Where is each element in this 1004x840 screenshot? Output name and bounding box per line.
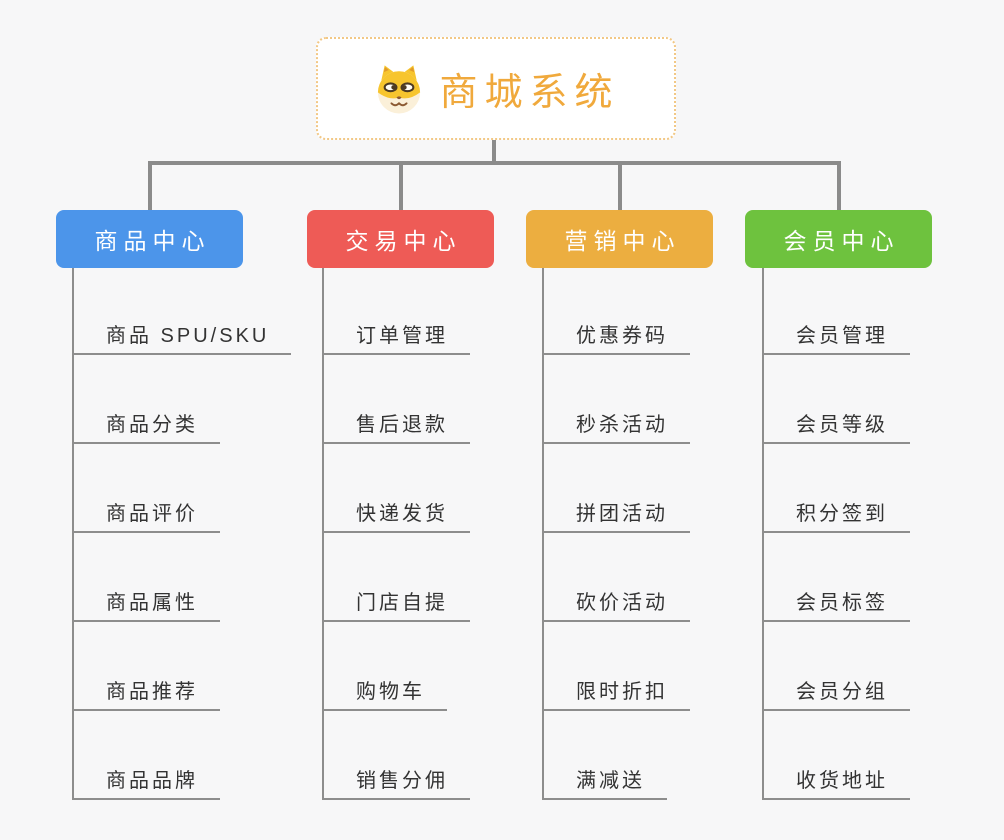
child-topic-label: 购物车 — [356, 681, 425, 703]
child-topic[interactable]: 快递发货 — [324, 444, 470, 533]
child-topic-label: 商品 SPU/SKU — [106, 325, 270, 347]
child-topic-label: 快递发货 — [356, 503, 448, 525]
child-topic-label: 会员等级 — [796, 414, 888, 436]
child-topic-label: 商品分类 — [106, 414, 198, 436]
child-topic[interactable]: 商品品牌 — [74, 711, 220, 800]
child-topic-label: 销售分佣 — [356, 770, 448, 792]
connector-drop — [837, 161, 841, 210]
root-node[interactable]: 商城系统 — [316, 37, 676, 140]
child-topic-label: 砍价活动 — [576, 592, 668, 614]
child-topic[interactable]: 订单管理 — [324, 268, 470, 355]
child-topic[interactable]: 商品属性 — [74, 533, 220, 622]
connector-drop — [618, 161, 622, 210]
branch-node-member-center[interactable]: 会员中心 — [745, 210, 932, 268]
child-topic[interactable]: 售后退款 — [324, 355, 470, 444]
branch-node-marketing-center[interactable]: 营销中心 — [526, 210, 713, 268]
child-topic-label: 秒杀活动 — [576, 414, 668, 436]
child-topic[interactable]: 商品分类 — [74, 355, 220, 444]
branch-label: 会员中心 — [783, 228, 900, 254]
child-column-trade-center: 订单管理售后退款快递发货门店自提购物车销售分佣 — [322, 268, 470, 800]
child-topic-label: 满减送 — [576, 770, 645, 792]
child-topic[interactable]: 优惠券码 — [544, 268, 690, 355]
connector-drop — [148, 161, 152, 210]
child-topic-label: 商品推荐 — [106, 681, 198, 703]
child-topic-label: 积分签到 — [796, 503, 888, 525]
child-topic[interactable]: 会员分组 — [764, 622, 910, 711]
child-column-marketing-center: 优惠券码秒杀活动拼团活动砍价活动限时折扣满减送 — [542, 268, 690, 800]
child-topic-label: 会员分组 — [796, 681, 888, 703]
child-topic-label: 拼团活动 — [576, 503, 668, 525]
child-topic[interactable]: 收货地址 — [764, 711, 910, 800]
dog-face-icon — [378, 64, 421, 113]
child-topic[interactable]: 满减送 — [544, 711, 667, 800]
child-topic[interactable]: 商品 SPU/SKU — [74, 268, 292, 355]
child-topic-label: 商品属性 — [106, 592, 198, 614]
branch-node-trade-center[interactable]: 交易中心 — [307, 210, 494, 268]
child-topic-label: 商品品牌 — [106, 770, 198, 792]
child-topic[interactable]: 积分签到 — [764, 444, 910, 533]
connector-rail — [148, 161, 840, 165]
child-topic-label: 订单管理 — [356, 325, 448, 347]
child-topic[interactable]: 拼团活动 — [544, 444, 690, 533]
branch-node-product-center[interactable]: 商品中心 — [56, 210, 243, 268]
child-topic-label: 限时折扣 — [576, 681, 668, 703]
child-topic[interactable]: 限时折扣 — [544, 622, 690, 711]
child-topic[interactable]: 门店自提 — [324, 533, 470, 622]
child-topic-label: 会员管理 — [796, 325, 888, 347]
root-title: 商城系统 — [439, 72, 620, 114]
child-topic-label: 门店自提 — [356, 592, 448, 614]
child-topic[interactable]: 商品评价 — [74, 444, 220, 533]
connector-drop — [399, 161, 403, 210]
child-topic[interactable]: 会员管理 — [764, 268, 910, 355]
child-topic-label: 收货地址 — [796, 770, 888, 792]
branch-label: 营销中心 — [564, 228, 681, 254]
child-topic-label: 售后退款 — [356, 414, 448, 436]
child-topic[interactable]: 商品推荐 — [74, 622, 220, 711]
child-column-product-center: 商品 SPU/SKU 商品分类商品评价商品属性商品推荐商品品牌 — [72, 268, 292, 800]
branch-label: 交易中心 — [345, 228, 462, 254]
child-topic[interactable]: 秒杀活动 — [544, 355, 690, 444]
child-topic-label: 商品评价 — [106, 503, 198, 525]
child-topic[interactable]: 销售分佣 — [324, 711, 470, 800]
child-topic-label: 会员标签 — [796, 592, 888, 614]
child-topic[interactable]: 会员等级 — [764, 355, 910, 444]
child-topic[interactable]: 购物车 — [324, 622, 447, 711]
child-topic[interactable]: 砍价活动 — [544, 533, 690, 622]
branch-label: 商品中心 — [94, 228, 211, 254]
child-topic-label: 优惠券码 — [576, 325, 668, 347]
child-topic[interactable]: 会员标签 — [764, 533, 910, 622]
connector-root-stub — [492, 140, 496, 165]
child-column-member-center: 会员管理会员等级积分签到会员标签会员分组收货地址 — [762, 268, 910, 800]
